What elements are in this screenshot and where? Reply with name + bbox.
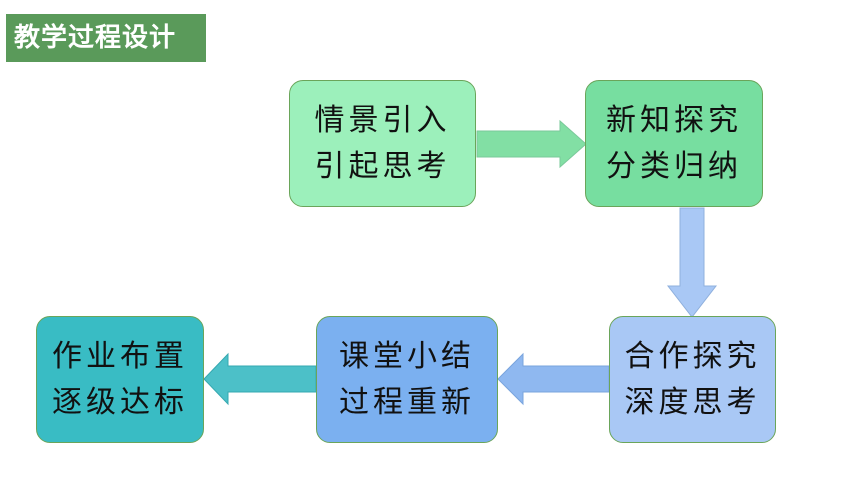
step-box-5: 作业布置 逐级达标: [36, 316, 204, 443]
step-5-line-2: 逐级达标: [52, 384, 188, 420]
step-box-3: 合作探究 深度思考: [609, 316, 776, 443]
page-title: 教学过程设计: [6, 14, 206, 62]
step-3-line-2: 深度思考: [624, 384, 761, 420]
step-box-2: 新知探究 分类归纳: [585, 80, 763, 207]
step-4-line-1: 课堂小结: [339, 338, 475, 374]
step-box-1: 情景引入 引起思考: [289, 80, 476, 207]
step-1-line-1: 情景引入: [314, 102, 451, 138]
step-4-line-2: 过程重新: [339, 384, 475, 420]
step-2-line-2: 分类归纳: [606, 148, 742, 184]
arrow-left-4-to-5: [203, 352, 317, 406]
arrow-left-3-to-4: [497, 352, 610, 406]
step-2-line-1: 新知探究: [606, 102, 742, 138]
arrow-right-1-to-2: [476, 119, 587, 169]
step-box-4: 课堂小结 过程重新: [316, 316, 498, 443]
arrow-down-2-to-3: [666, 207, 718, 318]
step-3-line-1: 合作探究: [624, 338, 761, 374]
step-1-line-2: 引起思考: [314, 148, 451, 184]
step-5-line-1: 作业布置: [52, 338, 188, 374]
